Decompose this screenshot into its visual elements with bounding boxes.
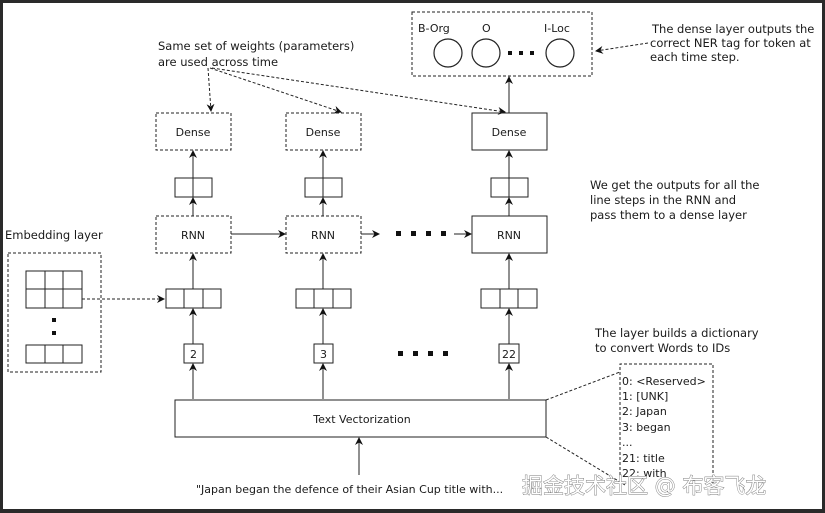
vocab-entry: 1: [UNK]	[622, 390, 668, 403]
vocab-entry: 0: <Reserved>	[622, 375, 706, 388]
note-line: The dense layer outputs the	[651, 22, 814, 36]
note-shared-weights: Same set of weights (parameters) are use…	[158, 39, 506, 115]
weights-arrow	[211, 67, 506, 115]
output-tag-i-loc: I-Loc	[544, 22, 570, 35]
output-tag-o: O	[482, 22, 491, 35]
note-line: are used across time	[158, 55, 278, 69]
note-dense-output: The dense layer outputs the correct NER …	[595, 22, 814, 64]
note-arrow	[595, 42, 649, 54]
rnn-label: RNN	[181, 229, 205, 242]
output-layer-box	[411, 11, 593, 77]
vocab-entry: 2: Japan	[622, 405, 667, 418]
output-layer: B-Org O I-Loc	[411, 11, 593, 77]
note-line: line steps in the RNN and	[590, 193, 736, 207]
note-line: Same set of weights (parameters)	[158, 39, 354, 53]
text-vectorization-label: Text Vectorization	[312, 413, 410, 426]
embedding-vector	[480, 288, 538, 309]
text-vectorization-layer: Text Vectorization "Japan began the defe…	[174, 399, 547, 496]
dense-label: Dense	[492, 126, 527, 139]
note-line: correct NER tag for token at	[650, 36, 811, 50]
vocab-entry: 22: with	[622, 467, 667, 480]
ellipsis-rnn	[396, 231, 446, 236]
dense-label: Dense	[176, 126, 211, 139]
ellipsis-tokens	[398, 351, 448, 356]
token-id: 3	[320, 348, 327, 361]
embedding-layer-label: Embedding layer	[5, 228, 103, 242]
rnn-label: RNN	[497, 229, 521, 242]
dense-box	[285, 112, 362, 151]
dense-box	[155, 112, 232, 151]
note-dictionary: The layer builds a dictionary to convert…	[594, 326, 759, 355]
vocabulary-box: 0: <Reserved> 1: [UNK] 2: Japan 3: began…	[545, 363, 714, 486]
time-step-2: Dense RNN 3	[285, 112, 362, 399]
token-id: 22	[502, 348, 516, 361]
ellipsis-dot	[508, 51, 512, 55]
note-line: We get the outputs for all the	[590, 178, 760, 192]
vocab-connector	[545, 436, 626, 486]
embedding-vector	[295, 288, 352, 309]
input-sentence: "Japan began the defence of their Asian …	[196, 483, 503, 496]
embedding-matrix-last-row	[25, 344, 83, 364]
weights-arrow	[209, 67, 342, 114]
vocab-entry: 21: title	[622, 452, 665, 465]
output-neuron	[471, 38, 501, 68]
note-line: each time step.	[650, 50, 740, 64]
dense-label: Dense	[306, 126, 341, 139]
embedding-layer: Embedding layer	[5, 228, 165, 373]
output-neuron	[545, 38, 575, 68]
note-line: pass them to a dense layer	[590, 208, 747, 222]
note-rnn-outputs: We get the outputs for all the line step…	[590, 178, 760, 222]
weights-arrow	[206, 67, 215, 112]
rnn-label: RNN	[311, 229, 335, 242]
vocab-connector	[545, 371, 621, 401]
watermark: 掘金技术社区 @ 布客飞龙	[522, 474, 766, 498]
vocab-entry: 3: began	[622, 421, 671, 434]
output-neuron	[433, 38, 463, 68]
output-tag-b-org: B-Org	[418, 22, 450, 35]
time-step-1: Dense RNN 2	[155, 112, 232, 399]
vocab-entry: ...	[622, 436, 633, 449]
embedding-layer-box	[7, 252, 102, 373]
embedding-matrix	[25, 270, 83, 309]
time-step-last: Dense RNN 22	[471, 76, 548, 399]
note-line: The layer builds a dictionary	[594, 326, 759, 340]
note-line: to convert Words to IDs	[595, 341, 730, 355]
ellipsis-dot	[52, 331, 56, 335]
token-id: 2	[190, 348, 197, 361]
embedding-vector	[165, 288, 222, 309]
ellipsis-dot	[519, 51, 523, 55]
ellipsis-dot	[52, 318, 56, 322]
ellipsis-dot	[530, 51, 534, 55]
vocab-box-border	[619, 363, 714, 485]
